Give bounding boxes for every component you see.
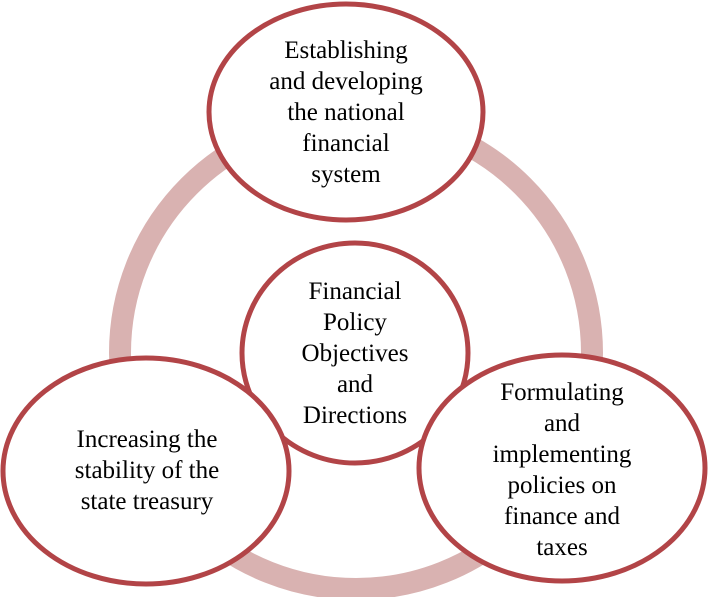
center-ellipse	[239, 240, 471, 466]
bottom-right-ellipse	[416, 352, 708, 584]
top-node-label: Establishing and developing the national…	[269, 36, 423, 188]
bottom-right-node-label: Formulating and implementing policies on…	[492, 379, 632, 561]
bottom-left-ellipse	[0, 355, 292, 587]
center-node-label: Financial Policy Objectives and Directio…	[301, 277, 409, 429]
top-ellipse	[206, 1, 486, 223]
bottom-left-node-label: Increasing the stability of the state tr…	[74, 425, 220, 515]
